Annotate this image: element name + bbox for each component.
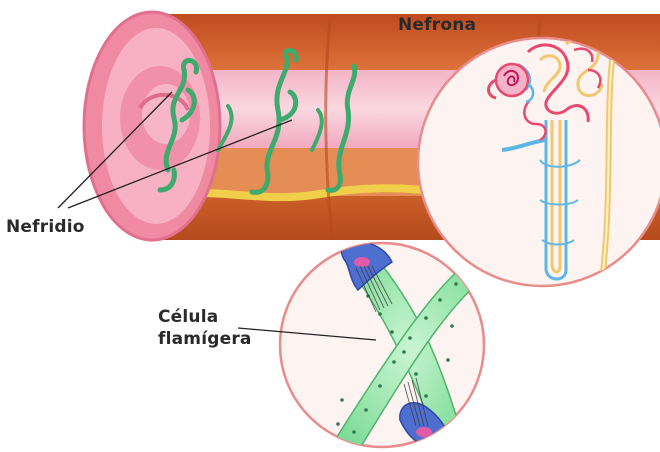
label-nefridio: Nefridio — [6, 216, 85, 238]
flame-cell-circle — [280, 240, 496, 448]
label-celula-line1: Célula — [158, 306, 268, 328]
label-nefrona: Nefrona — [398, 14, 476, 36]
label-celula-flamigera: Célula flamígera — [158, 306, 268, 350]
nephron-circle — [418, 38, 660, 286]
label-celula-line2: flamígera — [158, 328, 268, 350]
